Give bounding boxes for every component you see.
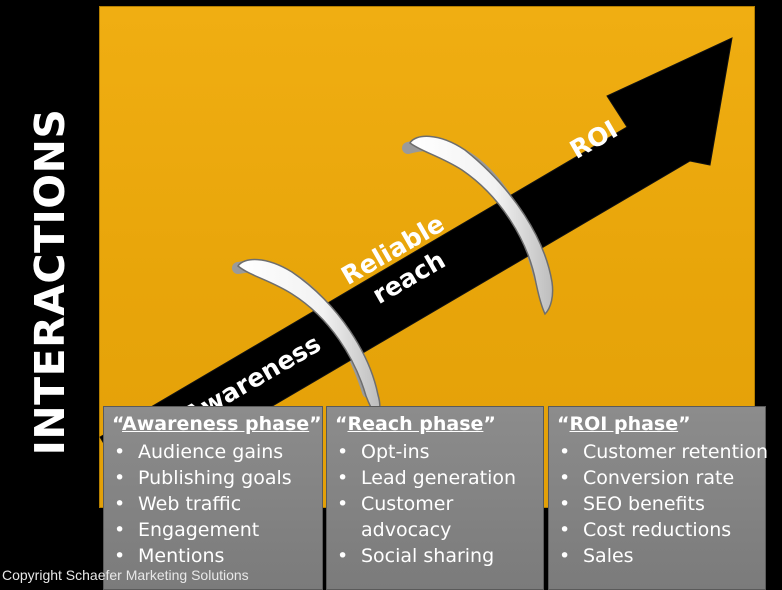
list-item: Engagement <box>112 517 322 543</box>
list-item: Cost reductions <box>557 517 765 543</box>
awareness-phase-box: “Awareness phase” Audience gains Publish… <box>103 406 323 590</box>
list-item: Customer advocacy <box>335 491 481 543</box>
list-item: Web traffic <box>112 491 322 517</box>
phase-metric-list: Audience gains Publishing goals Web traf… <box>112 439 322 569</box>
list-item: Mentions <box>112 543 322 569</box>
list-item: Audience gains <box>112 439 322 465</box>
phase-metric-list: Opt-ins Lead generation Customer advocac… <box>335 439 543 569</box>
list-item: Opt-ins <box>335 439 543 465</box>
ring-front-reach <box>409 135 554 316</box>
phase-title: “ROI phase” <box>557 413 691 435</box>
list-item: Sales <box>557 543 765 569</box>
list-item: Customer retention <box>557 439 768 465</box>
list-item: SEO benefits <box>557 491 765 517</box>
list-item: Social sharing <box>335 543 543 569</box>
copyright-notice: Copyright Schaefer Marketing Solutions <box>2 567 249 583</box>
phase-metric-list: Customer retention Conversion rate SEO b… <box>557 439 768 569</box>
phase-title: “Reach phase” <box>335 413 496 435</box>
roi-phase-box: “ROI phase” Customer retention Conversio… <box>548 406 768 590</box>
list-item: Conversion rate <box>557 465 765 491</box>
reach-phase-box: “Reach phase” Opt-ins Lead generation Cu… <box>326 406 544 590</box>
phase-title: “Awareness phase” <box>112 413 322 435</box>
list-item: Lead generation <box>335 465 543 491</box>
list-item: Publishing goals <box>112 465 322 491</box>
